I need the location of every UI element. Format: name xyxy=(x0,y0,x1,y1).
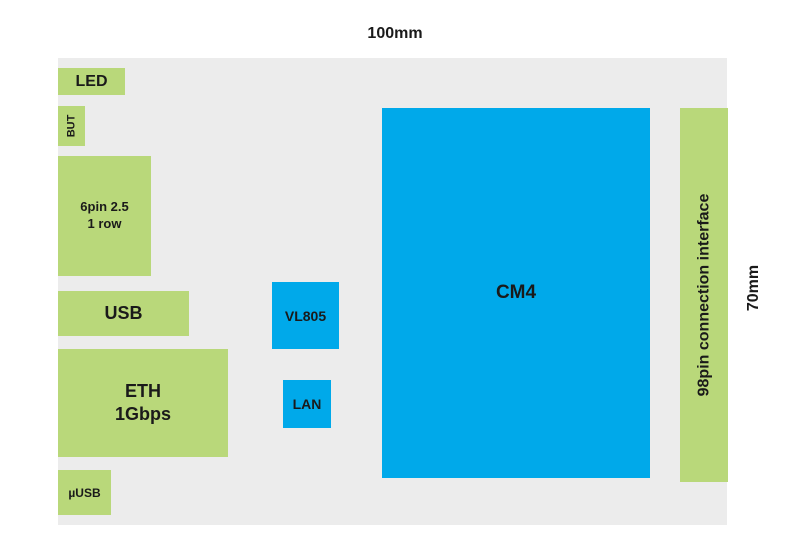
connector-label: 98pin connection interface xyxy=(695,193,712,397)
vl805-chip: VL805 xyxy=(272,282,339,349)
micro-usb-block: µUSB xyxy=(58,470,111,515)
usb-label: USB xyxy=(104,303,143,323)
cm4-label: CM4 xyxy=(495,282,537,303)
led-block: LED xyxy=(58,68,125,95)
ethernet-label: ETH 1Gbps xyxy=(114,380,171,424)
pin-header-label: 6pin 2.5 1 row xyxy=(80,199,129,231)
lan-chip: LAN xyxy=(283,380,331,428)
micro-usb-label: µUSB xyxy=(68,485,101,500)
ethernet-block: ETH 1Gbps xyxy=(58,349,228,457)
height-dimension-label: 70mm xyxy=(745,264,762,312)
pin-header-block: 6pin 2.5 1 row xyxy=(58,156,151,276)
cm4-module: CM4 xyxy=(382,108,650,478)
button-label: BUT xyxy=(65,114,78,138)
connector-block: 98pin connection interface xyxy=(680,108,728,482)
button-block: BUT xyxy=(58,106,85,146)
vl805-label: VL805 xyxy=(284,307,327,324)
width-dimension-label: 100mm xyxy=(367,25,423,42)
lan-label: LAN xyxy=(292,396,322,412)
led-label: LED xyxy=(75,72,108,90)
usb-block: USB xyxy=(58,291,189,336)
